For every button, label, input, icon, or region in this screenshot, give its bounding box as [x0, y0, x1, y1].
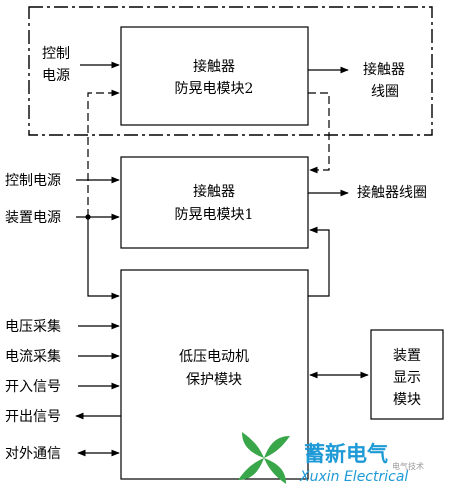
protection-to-module1-link	[308, 226, 330, 297]
signal-communication-label: 对外通信	[5, 446, 61, 462]
module2-box	[120, 26, 309, 126]
signal-binary-output-label: 开出信号	[5, 409, 61, 425]
device-power-to-protection	[87, 217, 120, 300]
signal-binary-input-label: 开入信号	[5, 379, 61, 395]
watermark-site: 电气技术	[392, 461, 424, 471]
dashed-link-left	[87, 89, 120, 217]
watermark-brand-cn: 蓄新电气	[304, 442, 388, 466]
protection-title-line1: 低压电动机	[179, 349, 249, 365]
module2-title-line1: 接触器	[193, 58, 235, 75]
signal-current-label: 电流采集	[5, 348, 61, 365]
module1-title-line2: 防晃电模块1	[175, 207, 254, 223]
display-box	[370, 329, 444, 420]
display-title-line1: 装置	[393, 348, 421, 364]
module1-device-power-label: 装置电源	[5, 210, 61, 226]
display-title-line3: 模块	[393, 392, 421, 408]
watermark-brand-en: Xuxin Electrical	[299, 469, 408, 485]
module2-boundary	[28, 6, 433, 136]
signal-voltage-label: 电压采集	[5, 318, 61, 335]
module2-input-label-1: 控制	[42, 46, 70, 62]
module1-control-power-label: 控制电源	[5, 173, 61, 189]
module1-title-line1: 接触器	[193, 183, 235, 200]
watermark-logo-icon	[238, 432, 290, 484]
module2-input-label-2: 电源	[42, 68, 70, 84]
dashed-link-right	[308, 92, 330, 174]
module1-box	[120, 156, 309, 249]
display-title-line2: 显示	[393, 370, 421, 386]
protection-title-line2: 保护模块	[186, 372, 242, 388]
module2-output-label-2: 线圈	[371, 84, 399, 100]
module2-output-label-1: 接触器	[363, 61, 405, 78]
module2-title-line2: 防晃电模块2	[175, 81, 254, 97]
module1-output-label: 接触器线圈	[357, 184, 427, 201]
